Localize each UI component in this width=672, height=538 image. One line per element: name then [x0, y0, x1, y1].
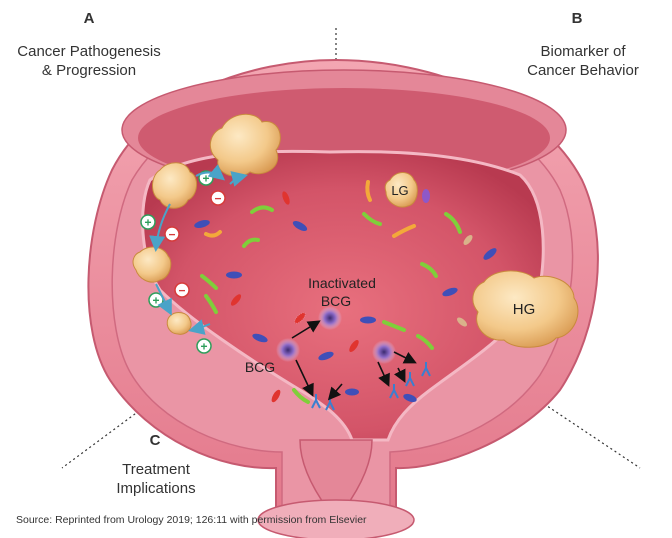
plus-marker: +	[144, 216, 151, 230]
bcg-active	[276, 338, 300, 362]
minus-marker: −	[214, 192, 221, 206]
panel-c-title: Treatment Implications	[90, 460, 222, 498]
panel-a-title: Cancer Pathogenesis & Progression	[0, 42, 178, 80]
cell-blue	[403, 393, 417, 403]
plus-marker: +	[152, 294, 159, 308]
cell-blue	[226, 271, 242, 279]
cell-tan	[463, 235, 473, 245]
cell-red	[282, 191, 290, 205]
bcg-inactivated	[318, 306, 342, 330]
cell-red	[230, 294, 242, 306]
panel-b-title: Biomarker of Cancer Behavior	[508, 42, 658, 80]
bcg-arrows	[291, 320, 417, 401]
cell-red	[294, 312, 306, 324]
cells	[194, 189, 497, 403]
cell-blue	[318, 351, 334, 361]
tumor-hg	[472, 270, 579, 348]
panel-c-letter: C	[149, 432, 161, 449]
markers: + + + + − − −	[140, 170, 226, 354]
panel-b-title-line1: Biomarker of	[540, 43, 626, 60]
progression-arrows	[149, 164, 248, 335]
cell-blue	[442, 287, 458, 297]
tumor-left-3	[166, 312, 192, 335]
cell-tan	[457, 317, 467, 327]
rods	[200, 180, 462, 404]
tumors	[132, 113, 579, 348]
cell-blue	[194, 220, 210, 228]
cell-red	[271, 389, 281, 403]
plus-marker: +	[202, 172, 209, 186]
hg-label: HG	[513, 301, 536, 318]
minus-marker: −	[178, 284, 185, 298]
panel-a-letter: A	[83, 10, 95, 27]
plus-marker: +	[200, 340, 207, 354]
bcg-active	[372, 340, 396, 364]
panel-b-title-line2: Cancer Behavior	[527, 62, 639, 79]
cell-blue	[292, 220, 308, 232]
cell-purple	[422, 189, 430, 203]
tumor-top	[209, 113, 281, 177]
diagram-labels: LG HG Inactivated BCG BCG	[245, 183, 535, 375]
source-caption: Source: Reprinted from Urology 2019; 126…	[16, 514, 367, 526]
minus-marker: −	[168, 228, 175, 242]
inactivated-label: Inactivated	[308, 275, 376, 291]
cell-blue	[345, 388, 359, 396]
receptors	[311, 362, 431, 411]
urethra	[257, 439, 415, 538]
cell-blue	[483, 248, 497, 260]
cell-red	[349, 340, 359, 352]
panel-c-title-line1: Treatment	[122, 461, 190, 478]
tumor-lg	[384, 172, 418, 208]
panel-a-title-line1: Cancer Pathogenesis	[17, 43, 161, 60]
tumor-left-1	[152, 162, 197, 209]
panel-c-title-line2: Implications	[116, 480, 196, 497]
inactivated-bcg-label: BCG	[321, 293, 351, 309]
cell-blue	[360, 316, 376, 324]
lg-label: LG	[391, 183, 408, 198]
panel-b-letter: B	[571, 10, 583, 27]
panel-a-title-line2: & Progression	[41, 62, 137, 79]
bcg-label: BCG	[245, 359, 275, 375]
bcg-particles	[276, 306, 396, 364]
cell-blue	[252, 333, 268, 343]
